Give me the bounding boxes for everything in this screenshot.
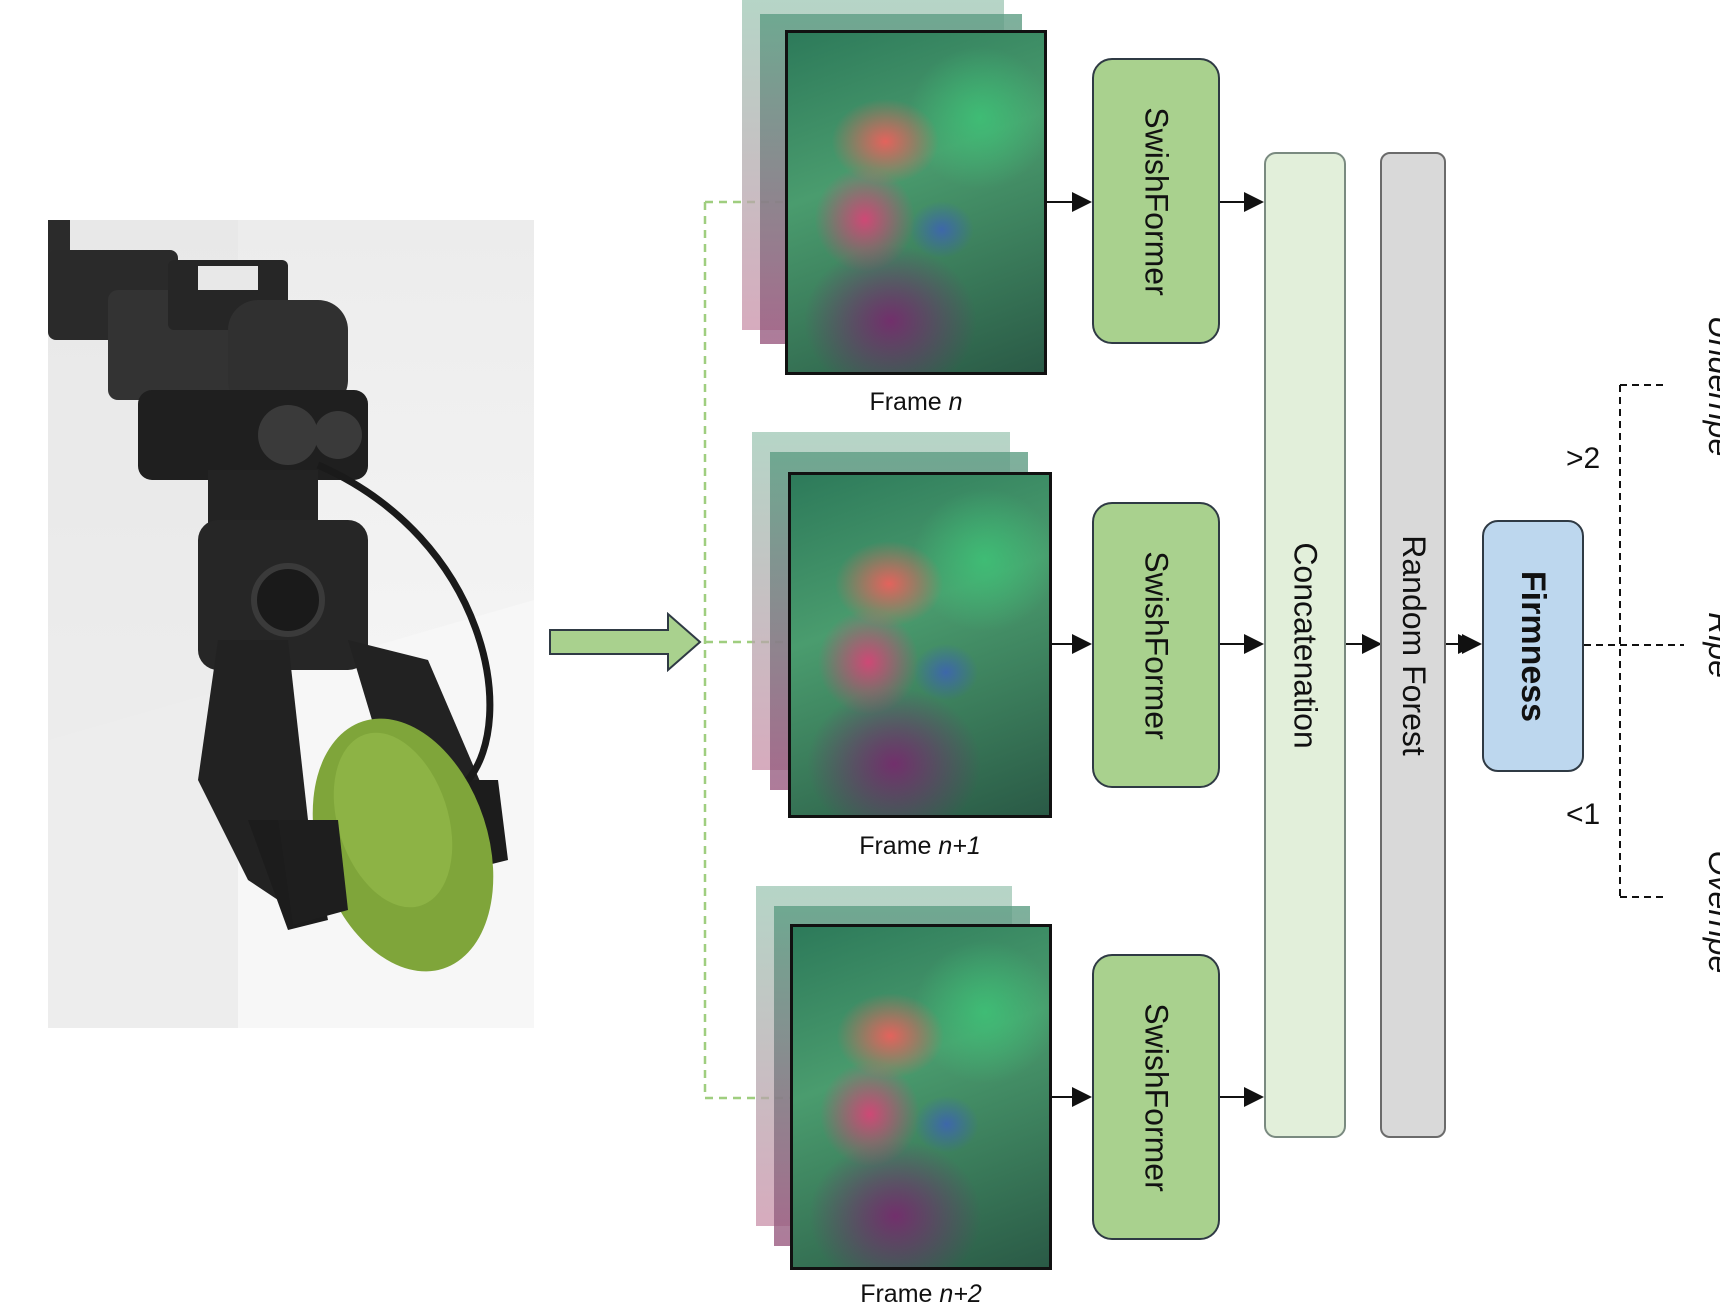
class-underripe: Underripe xyxy=(1702,315,1720,457)
upper-threshold-label: >2 xyxy=(1566,442,1601,475)
frame-n-image xyxy=(785,30,1047,375)
gripper-photo xyxy=(48,220,534,1028)
frame-n2-image xyxy=(790,924,1052,1270)
input-arrow-icon xyxy=(549,612,702,672)
class-overripe: Overripe xyxy=(1702,850,1720,974)
forest-to-firmness-arrow xyxy=(1442,634,1478,654)
lower-threshold-label: <1 xyxy=(1566,798,1601,831)
frame-n1-label: Frame n+1 xyxy=(859,832,981,860)
frame-n-label: Frame n xyxy=(869,388,963,416)
swishformer-block-2: SwishFormer xyxy=(1092,502,1220,788)
gripper-illustration xyxy=(48,220,534,1028)
ripeness-bracket xyxy=(1584,384,1684,898)
random-forest-block: Random Forest xyxy=(1380,152,1446,1138)
frame-n2-label: Frame n+2 xyxy=(860,1280,982,1308)
swishformer-block-1: SwishFormer xyxy=(1092,58,1220,344)
class-ripe: Ripe xyxy=(1702,612,1720,678)
swishformer-block-3: SwishFormer xyxy=(1092,954,1220,1240)
firmness-output-block: Firmness xyxy=(1482,520,1584,772)
concatenation-block: Concatenation xyxy=(1264,152,1346,1138)
frame-n1-image xyxy=(788,472,1052,818)
